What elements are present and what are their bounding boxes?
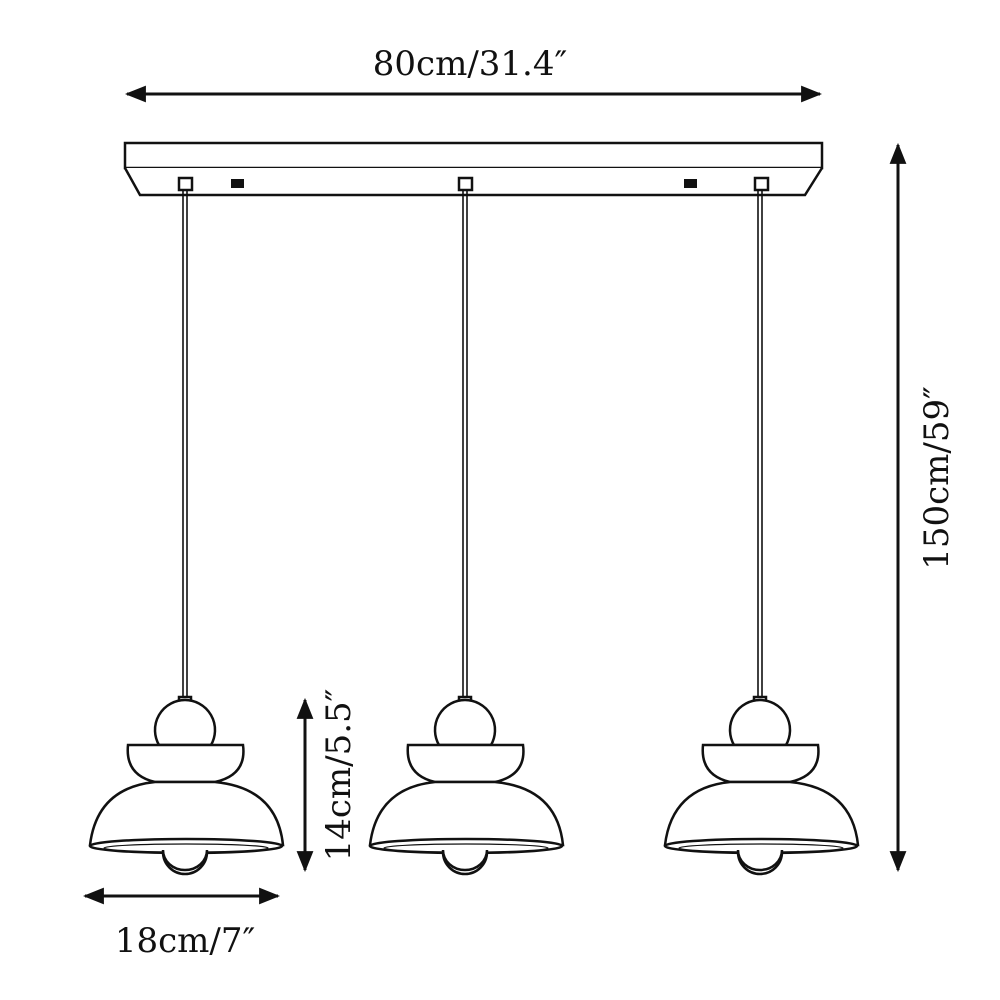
mounting-screw-right [684, 179, 697, 188]
total-width-label: 80cm/31.4″ [373, 44, 567, 84]
cord-anchor-center [457, 176, 474, 192]
pendant-lamp-center [368, 188, 565, 876]
shade-height-label: 14cm/5.5″ [319, 689, 359, 862]
mounting-screw-left [231, 179, 244, 188]
pendant-lamp-right [663, 188, 860, 876]
shade-width-label: 18cm/7″ [115, 921, 255, 961]
total-height-label: 150cm/59″ [917, 386, 957, 570]
cord-anchor-right [753, 176, 770, 192]
cord-anchor-left [177, 176, 194, 192]
ceiling-canopy [123, 141, 824, 197]
pendant-lamp-left [88, 188, 285, 876]
